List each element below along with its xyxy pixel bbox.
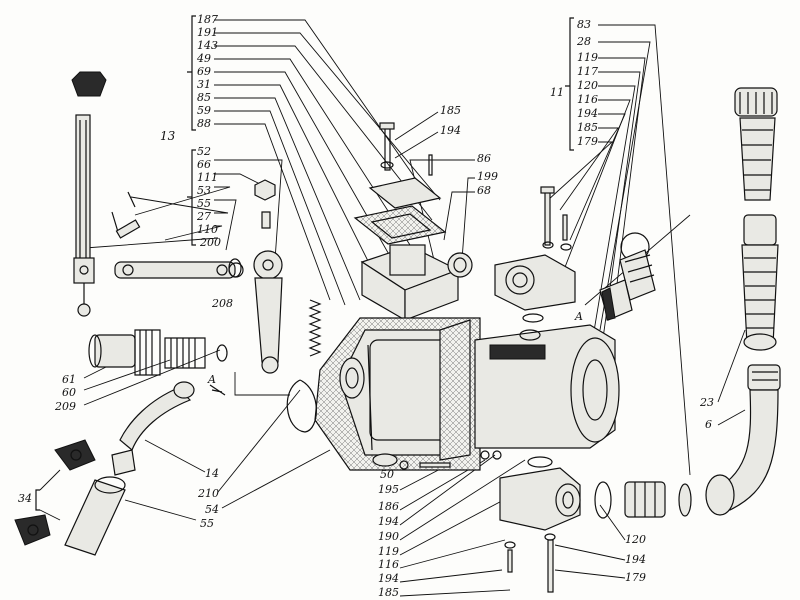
label-a-right: A [574, 310, 583, 323]
bracket-left-lower [187, 149, 196, 246]
label-49: 49 [196, 52, 211, 65]
label-200: 200 [199, 236, 221, 249]
label-83: 83 [577, 18, 591, 31]
top-cover [353, 122, 473, 322]
arrow-a-left [209, 384, 226, 396]
label-28: 28 [576, 35, 591, 48]
label-179-right: 179 [577, 135, 598, 148]
label-194-bottom-right: 194 [625, 553, 646, 566]
label-194-bottom: 194 [378, 572, 399, 585]
label-191: 191 [197, 26, 218, 39]
label-66: 66 [197, 158, 211, 171]
label-116: 116 [577, 93, 598, 106]
bracket-right-top [565, 17, 574, 151]
label-68: 68 [477, 184, 491, 197]
label-61: 61 [62, 373, 76, 386]
flange-fitting-bottom [499, 456, 581, 593]
label-199: 199 [477, 170, 498, 183]
part-labels: 187 191 143 49 69 31 85 59 88 13 52 66 1… [18, 13, 714, 599]
nut [254, 179, 276, 201]
label-50: 50 [380, 468, 394, 481]
label-116-bottom: 116 [378, 558, 399, 571]
label-6: 6 [705, 418, 712, 431]
label-13: 13 [160, 129, 176, 143]
bracket-34 [35, 489, 40, 511]
label-52: 52 [197, 145, 211, 158]
pin-rod [115, 219, 141, 239]
label-143: 143 [197, 39, 218, 52]
sleeve [64, 479, 126, 556]
corrugated-pipe [734, 87, 779, 351]
washer-208 [228, 258, 242, 278]
label-185-top: 185 [440, 104, 461, 117]
valve-assembly [599, 249, 656, 321]
label-27: 27 [196, 210, 211, 223]
pins [111, 191, 136, 233]
label-55-bottom: 55 [200, 517, 214, 530]
elbow-pipe [705, 364, 781, 516]
bolt-50 [399, 450, 502, 470]
label-31: 31 [197, 78, 211, 91]
label-14: 14 [205, 467, 219, 480]
label-179-bottom: 179 [625, 571, 646, 584]
label-185-bottom: 185 [378, 586, 399, 599]
label-55: 55 [197, 197, 211, 210]
bracket-left-top [187, 15, 196, 131]
nipple-fitting [594, 481, 692, 519]
label-194-center: 194 [378, 515, 399, 528]
link-rod [114, 261, 244, 279]
bushing [261, 211, 271, 229]
label-86: 86 [477, 152, 491, 165]
label-69: 69 [197, 65, 211, 78]
label-119: 119 [577, 51, 598, 64]
label-190: 190 [378, 530, 399, 543]
label-34: 34 [18, 492, 32, 505]
label-194-right: 194 [577, 107, 598, 120]
label-85: 85 [197, 91, 211, 104]
elbow-pipe-14 [111, 381, 195, 476]
control-lever [71, 71, 107, 317]
spring [308, 299, 322, 357]
circlip [286, 379, 317, 433]
label-119-bottom: 119 [378, 545, 399, 558]
label-88: 88 [197, 117, 211, 130]
label-120-bottom: 120 [625, 533, 646, 546]
flange-fitting-top [494, 186, 576, 323]
label-185-right: 185 [577, 121, 598, 134]
connecting-lever [253, 250, 283, 374]
label-23: 23 [699, 396, 714, 409]
label-120: 120 [577, 79, 598, 92]
label-208: 208 [211, 297, 233, 310]
label-187: 187 [197, 13, 218, 26]
sleeve-end [94, 476, 126, 494]
label-11: 11 [550, 86, 564, 99]
pump-housing [439, 319, 620, 461]
label-54: 54 [205, 503, 219, 516]
label-59: 59 [197, 104, 211, 117]
label-186: 186 [378, 500, 399, 513]
label-195: 195 [378, 483, 399, 496]
gear-assembly [88, 329, 228, 376]
label-194-top: 194 [440, 124, 461, 137]
main-housing [314, 317, 481, 471]
label-60: 60 [62, 386, 76, 399]
label-53: 53 [197, 184, 211, 197]
clamps [14, 439, 96, 546]
label-110: 110 [197, 223, 218, 236]
label-210: 210 [197, 487, 219, 500]
label-111: 111 [197, 171, 218, 184]
label-a-left: A [207, 373, 216, 386]
label-209: 209 [54, 400, 76, 413]
label-117: 117 [577, 65, 598, 78]
